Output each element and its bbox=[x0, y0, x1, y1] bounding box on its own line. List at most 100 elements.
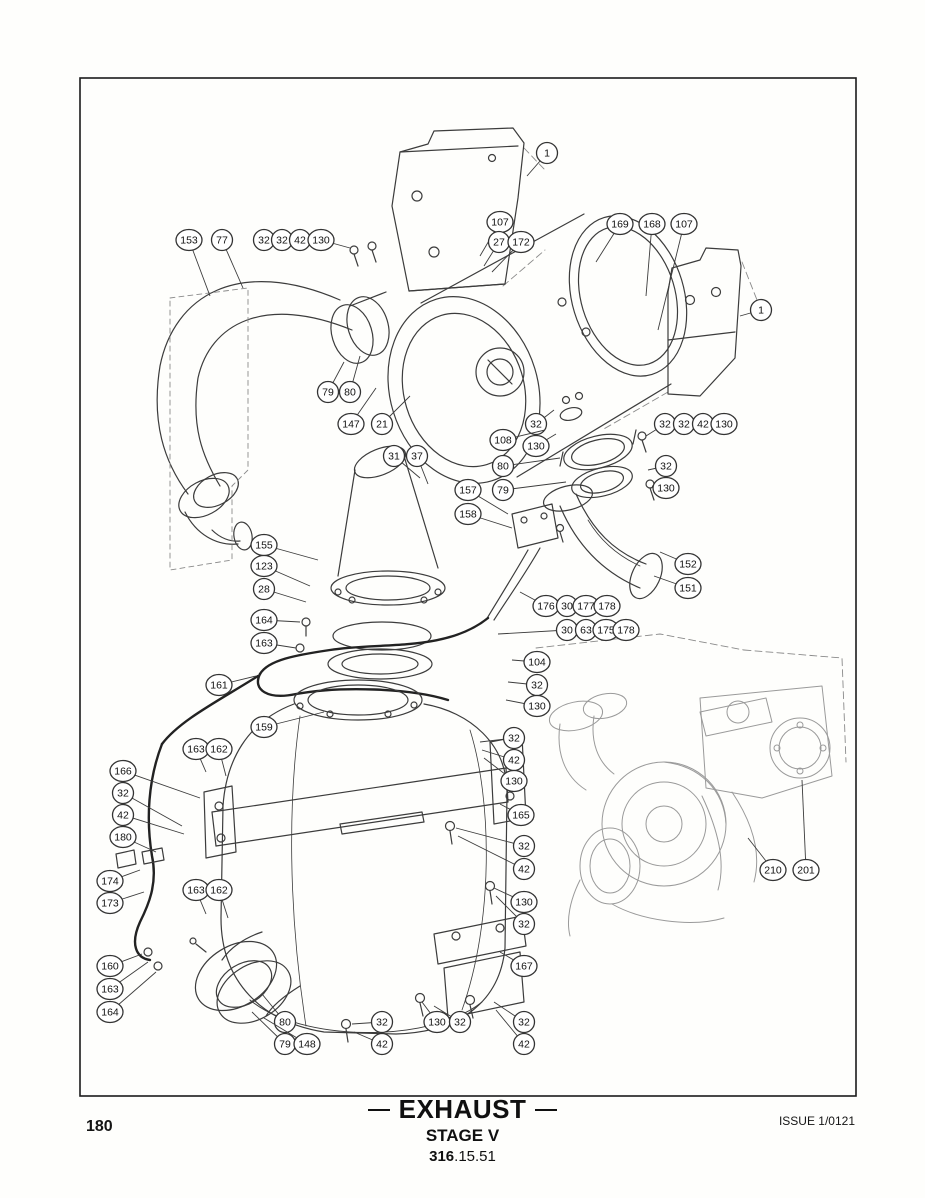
part-callout-42: 42 bbox=[111, 803, 135, 827]
svg-text:77: 77 bbox=[216, 235, 228, 247]
tube-fittings bbox=[115, 847, 165, 971]
svg-text:42: 42 bbox=[518, 1039, 530, 1051]
part-callout-32: 32 bbox=[502, 726, 526, 750]
page-border bbox=[79, 77, 857, 1097]
svg-text:80: 80 bbox=[344, 387, 356, 399]
callout-leader-line bbox=[122, 770, 201, 799]
part-callout-32: 32 bbox=[111, 781, 135, 805]
svg-text:32: 32 bbox=[518, 1017, 530, 1029]
svg-text:165: 165 bbox=[512, 810, 530, 822]
part-callout-42: 42 bbox=[512, 1032, 536, 1056]
svg-text:27: 27 bbox=[493, 237, 505, 249]
part-callout-151: 151 bbox=[674, 576, 702, 600]
svg-text:147: 147 bbox=[342, 419, 360, 431]
title-dash-left bbox=[367, 1108, 390, 1111]
outlet-clamp-stack bbox=[559, 391, 655, 501]
part-callout-159: 159 bbox=[250, 715, 278, 739]
part-callout-130: 130 bbox=[710, 412, 738, 436]
svg-text:164: 164 bbox=[101, 1007, 119, 1019]
part-callout-201: 201 bbox=[792, 858, 820, 882]
svg-text:42: 42 bbox=[376, 1039, 388, 1051]
svg-text:163: 163 bbox=[255, 638, 273, 650]
part-callout-107: 107 bbox=[670, 212, 698, 236]
mounting-brackets bbox=[203, 735, 527, 1043]
svg-text:32: 32 bbox=[508, 733, 520, 745]
part-callout-123: 123 bbox=[250, 554, 278, 578]
part-callout-80: 80 bbox=[491, 454, 515, 478]
part-callout-42: 42 bbox=[502, 748, 526, 772]
svg-text:104: 104 bbox=[528, 657, 546, 669]
part-callout-152: 152 bbox=[674, 552, 702, 576]
part-callout-1: 1 bbox=[749, 298, 773, 322]
svg-text:173: 173 bbox=[101, 898, 119, 910]
sensor-tube-harness bbox=[133, 616, 490, 962]
svg-text:1: 1 bbox=[544, 148, 550, 160]
sensor-bracket bbox=[485, 503, 565, 621]
svg-text:174: 174 bbox=[101, 876, 119, 888]
svg-text:32: 32 bbox=[518, 841, 530, 853]
part-callout-32: 32 bbox=[512, 834, 536, 858]
svg-text:201: 201 bbox=[797, 865, 815, 877]
svg-text:161: 161 bbox=[210, 680, 228, 692]
part-callout-79: 79 bbox=[316, 380, 340, 404]
svg-text:130: 130 bbox=[657, 483, 675, 495]
svg-text:130: 130 bbox=[715, 419, 733, 431]
part-callout-162: 162 bbox=[205, 737, 233, 761]
part-callout-164: 164 bbox=[250, 608, 278, 632]
part-callout-80: 80 bbox=[338, 380, 362, 404]
svg-text:162: 162 bbox=[210, 885, 228, 897]
title-dash-right bbox=[535, 1108, 558, 1111]
outlet-clamp-rings bbox=[189, 931, 301, 1024]
svg-text:153: 153 bbox=[180, 235, 198, 247]
svg-text:30: 30 bbox=[561, 625, 573, 637]
part-callout-79: 79 bbox=[273, 1032, 297, 1056]
part-callout-130: 130 bbox=[522, 434, 550, 458]
part-callout-130: 130 bbox=[423, 1010, 451, 1034]
part-callout-130: 130 bbox=[500, 769, 528, 793]
svg-text:163: 163 bbox=[187, 744, 205, 756]
callout-leader-line bbox=[657, 223, 685, 331]
svg-text:178: 178 bbox=[617, 625, 635, 637]
part-callout-27: 27 bbox=[487, 230, 511, 254]
part-callout-147: 147 bbox=[337, 412, 365, 436]
svg-text:32: 32 bbox=[530, 419, 542, 431]
part-callout-168: 168 bbox=[638, 212, 666, 236]
svg-text:169: 169 bbox=[611, 219, 629, 231]
svg-text:107: 107 bbox=[491, 217, 509, 229]
part-callout-176: 176 bbox=[532, 594, 560, 618]
part-callout-32: 32 bbox=[512, 912, 536, 936]
part-callout-178: 178 bbox=[612, 618, 640, 642]
part-callout-130: 130 bbox=[652, 476, 680, 500]
part-callout-79: 79 bbox=[491, 478, 515, 502]
part-callout-21: 21 bbox=[370, 412, 394, 436]
part-callout-178: 178 bbox=[593, 594, 621, 618]
svg-text:130: 130 bbox=[527, 441, 545, 453]
part-callout-177: 177 bbox=[572, 594, 600, 618]
svg-text:31: 31 bbox=[388, 451, 400, 463]
svg-text:42: 42 bbox=[508, 755, 520, 767]
callout-leader-line bbox=[497, 629, 568, 635]
part-callout-32: 32 bbox=[370, 1010, 394, 1034]
exhaust-elbow bbox=[542, 484, 663, 600]
section-code: 316.15.51 bbox=[0, 1148, 925, 1165]
svg-text:157: 157 bbox=[459, 485, 477, 497]
svg-text:28: 28 bbox=[258, 584, 270, 596]
issue-label: ISSUE 1/0121 bbox=[778, 1114, 855, 1128]
part-callout-180: 180 bbox=[109, 825, 137, 849]
part-callout-130: 130 bbox=[523, 694, 551, 718]
part-callout-148: 148 bbox=[293, 1032, 321, 1056]
svg-text:79: 79 bbox=[322, 387, 334, 399]
part-callout-104: 104 bbox=[523, 650, 551, 674]
part-callout-164: 164 bbox=[96, 1000, 124, 1024]
svg-text:32: 32 bbox=[454, 1017, 466, 1029]
part-callout-163: 163 bbox=[182, 737, 210, 761]
svg-text:42: 42 bbox=[697, 419, 709, 431]
svg-text:152: 152 bbox=[679, 559, 697, 571]
part-callout-37: 37 bbox=[405, 444, 429, 468]
part-callout-32: 32 bbox=[654, 454, 678, 478]
callout-leader-line bbox=[645, 223, 653, 297]
part-callout-42: 42 bbox=[512, 857, 536, 881]
svg-text:80: 80 bbox=[279, 1017, 291, 1029]
svg-text:32: 32 bbox=[376, 1017, 388, 1029]
